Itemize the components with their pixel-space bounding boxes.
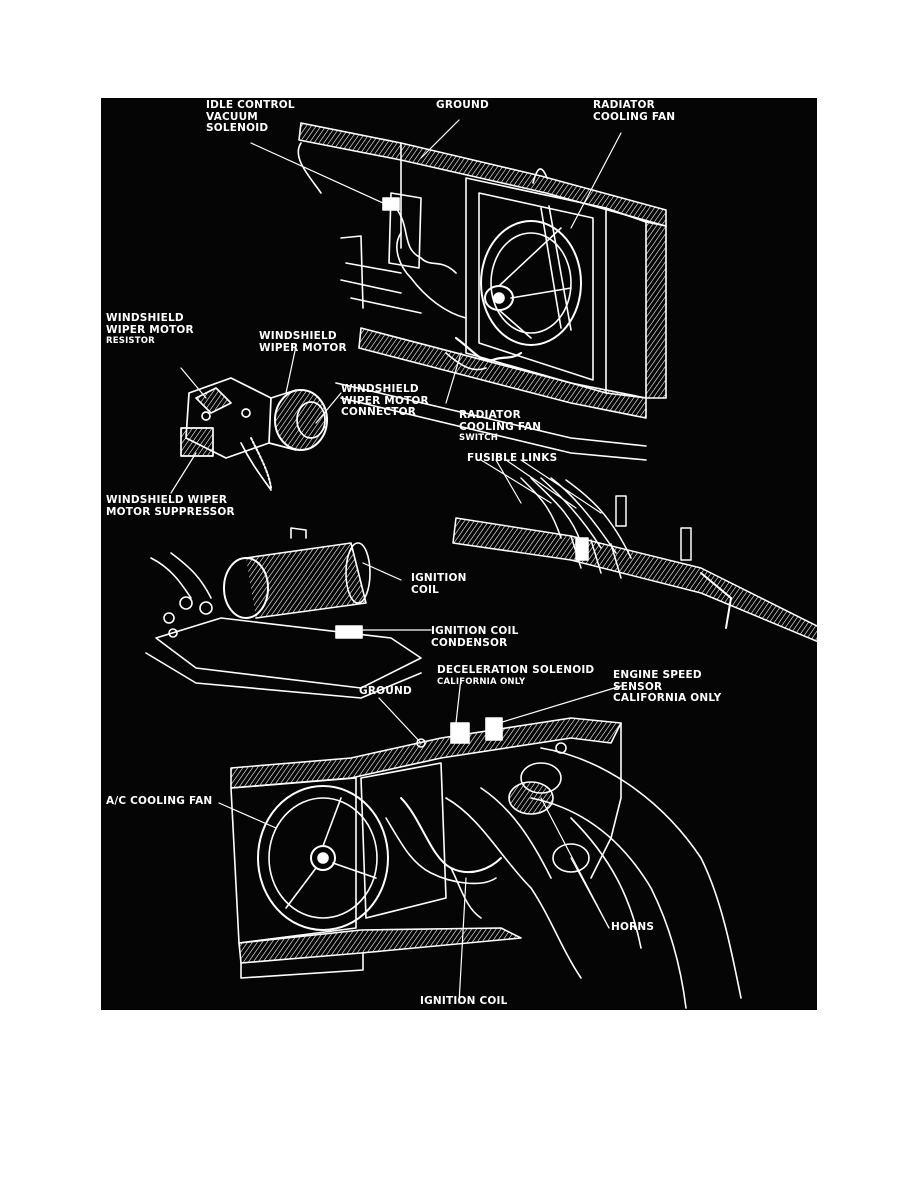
label-ignition-coil-condensor: IGNITION COIL CONDENSOR — [431, 625, 519, 649]
label-line: RADIATOR — [459, 409, 521, 421]
label-line: GROUND — [436, 99, 489, 111]
label-line: RADIATOR — [593, 99, 655, 111]
fusible-link-harness — [452, 477, 817, 643]
label-line: CONNECTOR — [341, 406, 417, 418]
label-line: WINDSHIELD — [259, 330, 337, 342]
label-fusible-links: FUSIBLE LINKS — [467, 452, 558, 465]
label-line: IGNITION — [411, 572, 467, 584]
label-ignition-coil-mid: IGNITION COIL — [411, 572, 467, 596]
label-line: ENGINE SPEED — [613, 669, 702, 681]
wiper-motor-assembly — [180, 377, 328, 491]
label-wiper-motor-connector: WINDSHIELD WIPER MOTOR CONNECTOR — [341, 383, 429, 419]
label-line: WINDSHIELD — [341, 383, 419, 395]
label-line: WINDSHIELD WIPER — [106, 494, 228, 506]
label-line: WIPER MOTOR — [259, 341, 347, 354]
bottom-front-assembly — [230, 717, 742, 1009]
label-line: SWITCH — [459, 433, 499, 443]
label-line: CONDENSOR — [431, 636, 508, 649]
label-line: WINDSHIELD — [106, 312, 184, 324]
label-line: A/C COOLING FAN — [106, 795, 213, 807]
top-radiator-assembly — [297, 122, 667, 461]
label-line: CALIFORNIA ONLY — [613, 692, 722, 704]
label-wiper-motor: WINDSHIELD WIPER MOTOR — [259, 330, 347, 354]
leader-lines — [170, 119, 622, 1004]
label-line: HORNS — [611, 921, 655, 933]
label-engine-speed-sensor: ENGINE SPEED SENSOR CALIFORNIA ONLY — [613, 669, 722, 705]
label-wiper-motor-suppressor: WINDSHIELD WIPER MOTOR SUPPRESSOR — [106, 494, 235, 518]
component-illustration — [145, 119, 817, 1009]
label-line: WIPER MOTOR — [106, 323, 194, 336]
diagram-panel: IDLE CONTROL VACUUM SOLENOID GROUND RADI… — [101, 98, 817, 1010]
label-ignition-coil-bottom: IGNITION COIL — [420, 995, 508, 1008]
label-line: DECELERATION SOLENOID — [437, 664, 595, 676]
ignition-coil-assembly — [145, 527, 422, 699]
label-line: IGNITION COIL — [431, 625, 519, 637]
label-ground-top: GROUND — [436, 99, 489, 112]
label-line: SENSOR — [613, 680, 663, 693]
label-ground-bottom: GROUND — [359, 685, 412, 698]
label-deceleration-solenoid: DECELERATION SOLENOID CALIFORNIA ONLY — [437, 664, 595, 687]
label-horns: HORNS — [611, 921, 655, 934]
label-line: CALIFORNIA ONLY — [437, 676, 526, 687]
label-line: FUSIBLE LINKS — [467, 452, 558, 464]
label-line: MOTOR SUPPRESSOR — [106, 505, 235, 518]
label-line: SOLENOID — [206, 122, 269, 134]
label-line: IDLE CONTROL — [206, 99, 295, 111]
label-line: COIL — [411, 583, 440, 596]
label-line: RESISTOR — [106, 336, 155, 346]
label-wiper-motor-resistor: WINDSHIELD WIPER MOTOR RESISTOR — [106, 312, 194, 346]
label-line: COOLING FAN — [459, 420, 542, 433]
label-ac-cooling-fan: A/C COOLING FAN — [106, 795, 213, 808]
label-radiator-cooling-fan-switch: RADIATOR COOLING FAN SWITCH — [459, 409, 542, 443]
label-line: IGNITION COIL — [420, 995, 508, 1007]
label-idle-control-solenoid: IDLE CONTROL VACUUM SOLENOID — [206, 99, 295, 135]
label-line: WIPER MOTOR — [341, 394, 429, 407]
label-radiator-cooling-fan: RADIATOR COOLING FAN — [593, 99, 676, 123]
label-line: GROUND — [359, 685, 412, 697]
label-line: VACUUM — [206, 110, 258, 123]
label-line: COOLING FAN — [593, 110, 676, 123]
